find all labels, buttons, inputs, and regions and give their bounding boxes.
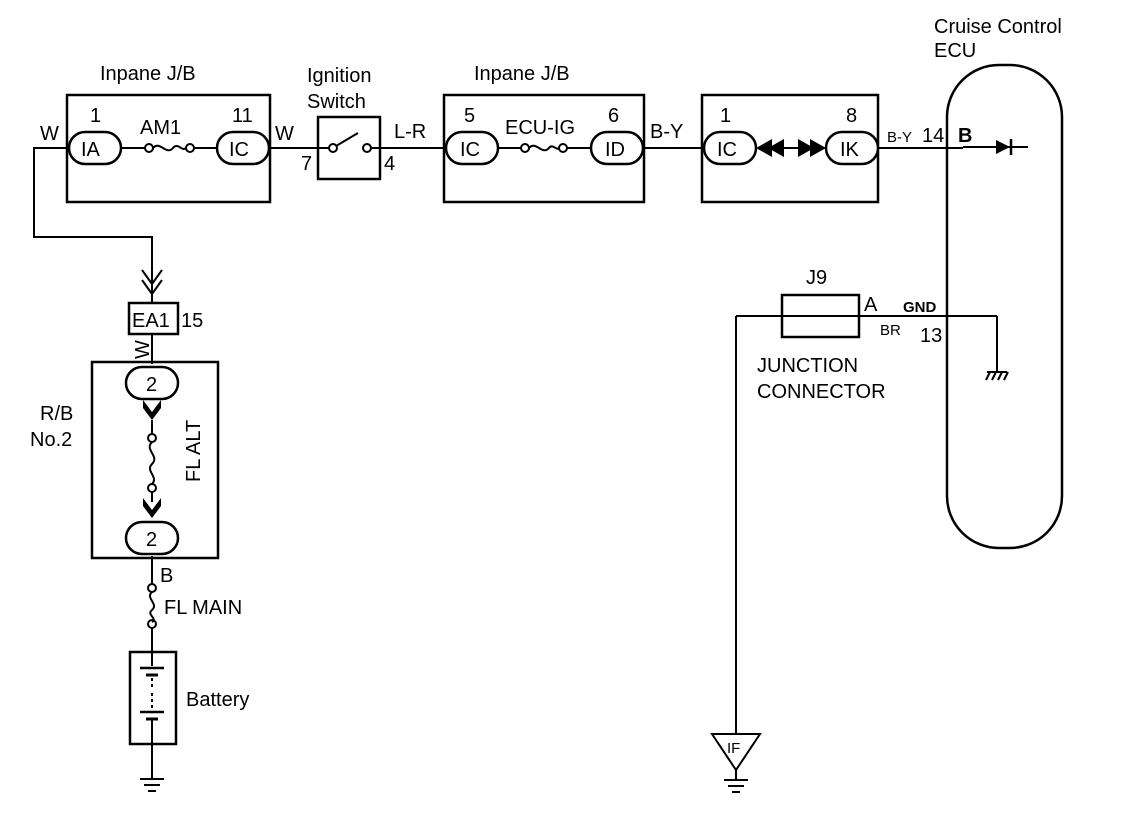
- jb3-left-pin-number: 1: [720, 105, 731, 127]
- jb1-right-pin-number: 11: [232, 105, 253, 127]
- relay-block-no2: R/B No.2 2 FL ALT 2: [30, 360, 220, 560]
- jb2-left-pin-code: IC: [460, 139, 480, 161]
- wire-label-w-left: W: [40, 123, 59, 145]
- junction-connector-j9: J9 A JUNCTION CONNECTOR BR: [757, 267, 901, 403]
- jb1-right-pin-code: IC: [229, 139, 249, 161]
- ecu-ig-fuse-icon: [498, 143, 591, 153]
- ecu-ground-icon: [945, 315, 1009, 381]
- ecu-outline: [945, 63, 1064, 550]
- fl-main-label: FL MAIN: [164, 597, 242, 619]
- connector-arrow-icon-2: [141, 279, 163, 296]
- jb1-title: Inpane J/B: [100, 63, 196, 85]
- wire-label-br: BR: [880, 322, 901, 339]
- ignition-pin-out: 4: [384, 153, 395, 175]
- wire-label-by-2: B-Y: [887, 129, 912, 146]
- ecu-pin-b-number: 14: [922, 125, 944, 147]
- ecu-gnd-label: GND: [903, 299, 937, 316]
- ignition-switch: Ignition Switch 7 4: [301, 65, 395, 181]
- junction-label-line2: CONNECTOR: [757, 381, 886, 403]
- ea1-connector: EA1 15: [127, 301, 203, 336]
- jb3-left-pin-code: IC: [717, 139, 737, 161]
- wire-label-w-vertical: W: [132, 340, 154, 359]
- ea1-code: EA1: [132, 310, 170, 332]
- jb2-fuse-label: ECU-IG: [505, 117, 575, 139]
- jb2-right-pin-code: ID: [605, 139, 625, 161]
- fl-alt-fuse-icon: [143, 400, 161, 518]
- ecu-title-line1: Cruise Control: [934, 16, 1062, 38]
- rb-bottom-pin-number: 2: [146, 529, 157, 551]
- if-ground-icon: IF: [710, 733, 762, 793]
- cruise-control-ecu: Cruise Control ECU B 14 GND 13: [903, 16, 1064, 550]
- battery-label: Battery: [186, 689, 249, 711]
- ecu-pin-b-label: B: [958, 125, 972, 147]
- battery-icon: [140, 652, 164, 744]
- diode-icon: [963, 139, 1028, 155]
- wire-w-to-ea1: [33, 147, 153, 302]
- ignition-title-line2: Switch: [307, 91, 366, 113]
- switch-icon: [318, 132, 380, 153]
- rb-title-line2: No.2: [30, 429, 72, 451]
- if-ground-label: IF: [727, 740, 740, 757]
- junction-label-line1: JUNCTION: [757, 355, 858, 377]
- inpane-jb-1: Inpane J/B 1 IA AM1 11 IC: [65, 63, 272, 204]
- ea1-box: [127, 301, 180, 336]
- j9-code: J9: [806, 267, 827, 289]
- fl-main-fuse-icon: [147, 556, 157, 652]
- wire-label-w-right: W: [275, 123, 294, 145]
- ignition-pin-in: 7: [301, 153, 312, 175]
- jb2-right-pin-number: 6: [608, 105, 619, 127]
- jb1-left-pin-number: 1: [90, 105, 101, 127]
- jb2-title: Inpane J/B: [474, 63, 570, 85]
- battery-ground-icon: [140, 744, 164, 792]
- ignition-title-line1: Ignition: [307, 65, 372, 87]
- inpane-jb-2: Inpane J/B 5 IC ECU-IG 6 ID: [442, 63, 646, 204]
- wire-label-lr: L-R: [394, 121, 426, 143]
- rb-top-pin-number: 2: [146, 374, 157, 396]
- jb1-left-pin-code: IA: [81, 139, 101, 161]
- rb-bottom-pin: [124, 520, 180, 556]
- rb-top-pin: [124, 365, 180, 401]
- jb1-fuse-label: AM1: [140, 117, 181, 139]
- ecu-title-line2: ECU: [934, 40, 976, 62]
- battery: Battery: [128, 650, 249, 746]
- rb-fuse-label: FL ALT: [183, 420, 205, 482]
- junction-connector-arrows-icon: [756, 139, 826, 157]
- rb-title-line1: R/B: [40, 403, 73, 425]
- am1-fuse-icon: [121, 143, 217, 153]
- connector-arrow-icon: [141, 269, 163, 286]
- inpane-jb-3: 1 IC 8 IK: [700, 93, 880, 204]
- jb3-right-pin-number: 8: [846, 105, 857, 127]
- j9-pin: A: [864, 294, 878, 316]
- wire-label-by-1: B-Y: [650, 121, 683, 143]
- jb2-left-pin-number: 5: [464, 105, 475, 127]
- rb-box: [90, 360, 220, 560]
- ecu-gnd-number: 13: [920, 325, 942, 347]
- jb3-right-pin-code: IK: [840, 139, 860, 161]
- wire-label-b-vertical: B: [160, 565, 173, 587]
- ea1-number: 15: [181, 310, 203, 332]
